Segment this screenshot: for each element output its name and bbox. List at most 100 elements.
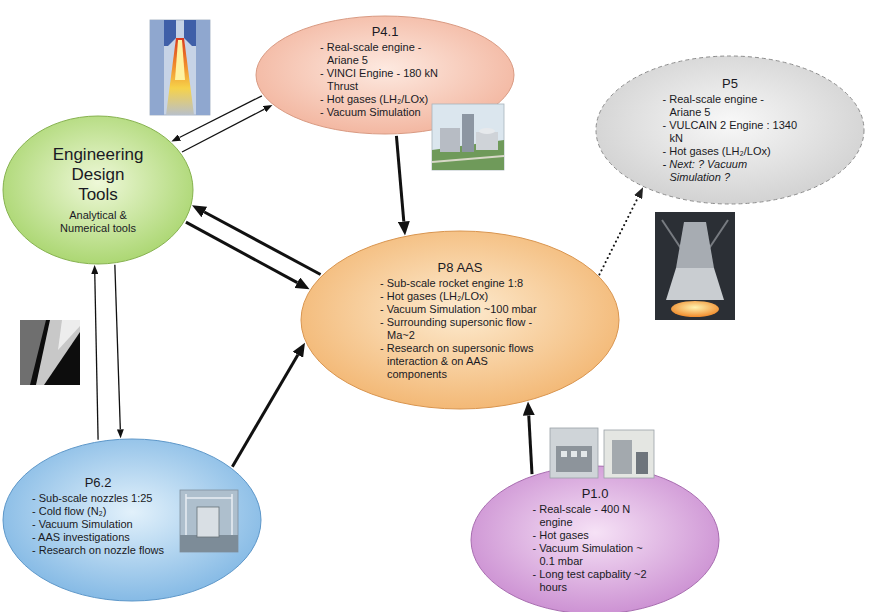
- engine-body: [676, 222, 714, 268]
- road: [432, 156, 504, 162]
- connector-arrow: [182, 109, 264, 152]
- ellipse-shape: [471, 466, 719, 612]
- building: [476, 132, 498, 150]
- connector-arrow: [529, 415, 532, 474]
- bullet-item: - Hot gases (LH₂/LOx): [320, 93, 428, 106]
- bullet-item: - Vacuum Simulation: [32, 518, 133, 531]
- ellipse-shape: [3, 116, 193, 264]
- bullet-item: - AAS investigations: [32, 531, 130, 544]
- photo-frame: [550, 428, 598, 478]
- connector-arrow: [115, 265, 120, 429]
- cold-flow-lab-photo: [180, 490, 238, 552]
- flow-region: [58, 320, 80, 350]
- nozzle-wall: [184, 20, 196, 46]
- node-content: P4.1- Real-scale engine - Ariane 5- VINC…: [320, 24, 450, 119]
- node-title: P5: [722, 76, 738, 92]
- bullet-item: - Sub-scale rocket engine 1:8: [380, 277, 523, 290]
- flow-field: [196, 20, 210, 115]
- bullet-item: - Long test capbality ~2 hours: [533, 568, 658, 594]
- connector-arrow: [204, 212, 320, 275]
- bullet-item: - Cold flow (N₂): [32, 505, 107, 518]
- node-content: P8 AAS- Sub-scale rocket engine 1:8- Hot…: [380, 260, 540, 381]
- node-title: P8 AAS: [438, 260, 483, 276]
- cfd-image: [150, 20, 210, 115]
- window: [571, 451, 577, 457]
- ellipse-shape: [3, 439, 261, 601]
- bullet-item: - Real-scale - 400 N engine: [533, 503, 658, 529]
- photo-frame: [655, 212, 735, 320]
- ellipse-shape: [256, 16, 514, 134]
- ellipse-node: P4.1- Real-scale engine - Ariane 5- VINC…: [255, 15, 515, 135]
- bullet-item: - Hot gases (LH₂/LOx): [380, 290, 488, 303]
- bullet-item: - Research on nozzle flows: [32, 544, 164, 557]
- bullet-item: - Sub-scale nozzles 1:25: [32, 492, 152, 505]
- node-content: P5- Real-scale engine - Ariane 5- VULCAI…: [663, 76, 798, 184]
- node-body: Analytical & Numerical tools: [52, 209, 144, 235]
- connector-arrow: [396, 136, 403, 222]
- vacuum-chamber: [197, 507, 219, 537]
- vulcain-engine-photo: [655, 212, 735, 320]
- test-stand: [612, 440, 632, 474]
- bullet-item: - VULCAIN 2 Engine : 1340 kN: [663, 119, 798, 145]
- p1-building-photos: [550, 428, 654, 478]
- window: [561, 451, 567, 457]
- building: [440, 128, 460, 152]
- tank: [479, 128, 495, 134]
- bullet-item: - Hot gases (LH₂/LOx): [663, 145, 771, 158]
- flow-region: [36, 320, 80, 385]
- ellipse-node: P6.2- Sub-scale nozzles 1:25- Cold flow …: [2, 438, 262, 602]
- floor: [180, 535, 238, 552]
- nozzle-wall: [20, 320, 46, 385]
- ellipse-shape: [301, 231, 619, 409]
- ground: [432, 140, 504, 170]
- photo-frame: [604, 430, 654, 478]
- bullet-item: - Hot gases: [533, 529, 589, 542]
- connector-arrow: [232, 355, 298, 467]
- frame-beam: [231, 494, 233, 535]
- node-title: P6.2: [85, 475, 112, 491]
- nozzle-flow-image: [20, 320, 80, 385]
- ellipse-node: Engineering Design ToolsAnalytical & Num…: [2, 115, 194, 265]
- flow-field: [150, 20, 164, 115]
- bullet-item: - Vacuum Simulation ~100 mbar: [380, 303, 537, 316]
- piping: [708, 220, 728, 250]
- node-content: P1.0- Real-scale - 400 N engine- Hot gas…: [533, 486, 658, 594]
- node-title: P4.1: [372, 24, 399, 40]
- node-content: Engineering Design ToolsAnalytical & Num…: [50, 145, 146, 235]
- ellipse-node: P1.0- Real-scale - 400 N engine- Hot gas…: [470, 465, 720, 612]
- photo-frame: [432, 104, 504, 170]
- image-frame: [150, 20, 210, 115]
- image-frame: [20, 320, 80, 385]
- exhaust-flame: [671, 301, 719, 317]
- nozzle-wall: [164, 20, 176, 46]
- bullet-item: - VINCI Engine - 180 kN Thrust: [320, 67, 450, 93]
- connector-arrow: [599, 197, 638, 274]
- piping: [662, 220, 682, 250]
- node-title: P1.0: [582, 486, 609, 502]
- node-heading: Engineering Design Tools: [50, 145, 146, 205]
- frame-beam: [186, 497, 232, 499]
- bullet-item: - Vacuum Simulation: [320, 106, 421, 119]
- building: [556, 446, 592, 472]
- window: [581, 451, 587, 457]
- equipment: [636, 452, 648, 474]
- exhaust-plume: [166, 38, 194, 115]
- test-tower: [462, 114, 474, 152]
- bullet-item: - Vacuum Simulation ~ 0.1 mbar: [533, 542, 658, 568]
- bullet-item: - Real-scale engine - Ariane 5: [320, 41, 450, 67]
- bullet-item: - Next: ? Vacuum Simulation ?: [663, 158, 798, 184]
- ellipse-shape: [596, 56, 864, 204]
- bullet-item: - Research on supersonic flows interacti…: [380, 342, 540, 381]
- connector-arrow: [95, 274, 98, 440]
- frame-beam: [185, 494, 187, 535]
- bullet-item: - Real-scale engine - Ariane 5: [663, 93, 798, 119]
- ellipse-node: P5- Real-scale engine - Ariane 5- VULCAI…: [595, 55, 865, 205]
- node-content: P6.2- Sub-scale nozzles 1:25- Cold flow …: [32, 475, 164, 557]
- plume-core: [175, 40, 185, 80]
- photo-frame: [180, 490, 238, 552]
- bullet-item: - Surrounding supersonic flow - Ma~2: [380, 316, 540, 342]
- test-facility-photo: [432, 104, 504, 170]
- nozzle-bell: [666, 268, 724, 300]
